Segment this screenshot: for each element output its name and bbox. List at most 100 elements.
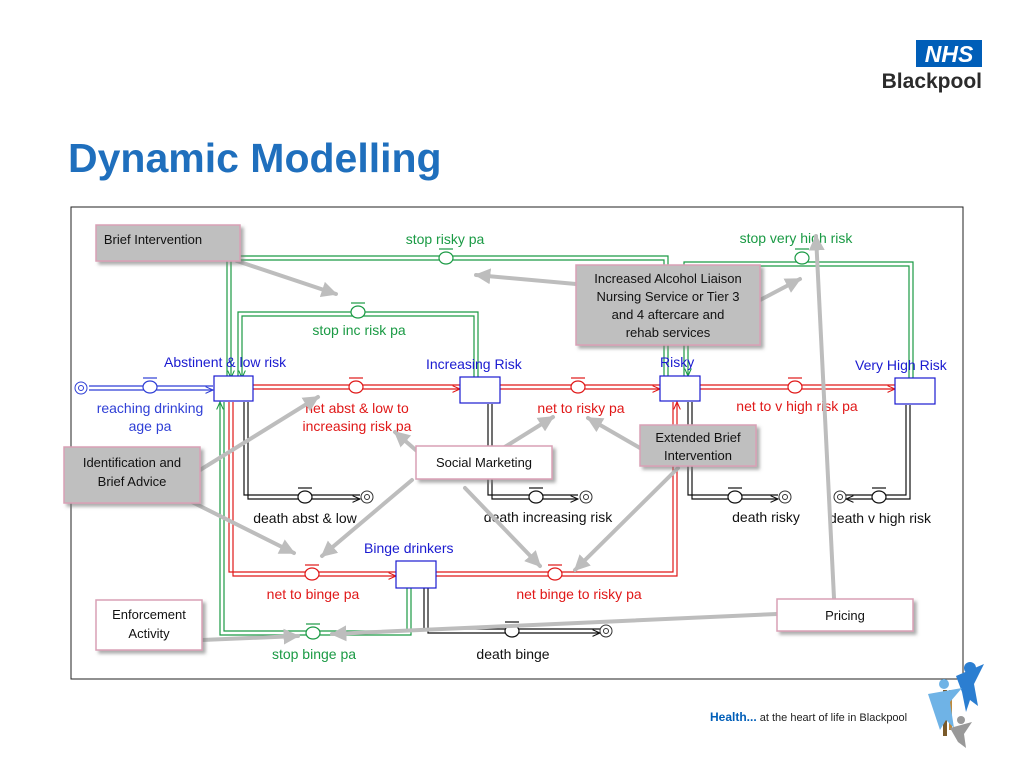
stock-very-high-box (894, 377, 936, 405)
influence-arrow (198, 395, 320, 472)
social-marketing-text: Social Marketing (436, 455, 532, 470)
identification-text: Brief Advice (98, 474, 167, 489)
valve-icon (297, 487, 313, 504)
valve-icon (528, 487, 544, 504)
net-abst-label: net abst & low to (305, 400, 409, 416)
death-increasing-label: death increasing risk (484, 509, 613, 525)
figure-body-icon (928, 688, 962, 730)
stock-labels: Abstinent & low risk Increasing Risk Ris… (164, 354, 948, 556)
identification-box: Identification and Brief Advice (63, 446, 201, 504)
net-to-binge-label: net to binge pa (267, 586, 360, 602)
influence-arrow (758, 277, 802, 302)
stock-risky-box (659, 375, 701, 402)
net-abst-label: increasing risk pa (303, 418, 412, 434)
net-to-risky-label: net to risky pa (537, 400, 624, 416)
increased-liaison-text: Nursing Service or Tier 3 (596, 289, 739, 304)
identification-text: Identification and (83, 455, 181, 470)
valve-icon (305, 623, 321, 640)
influence-arrow (586, 416, 642, 450)
page-title: Dynamic Modelling (68, 135, 442, 181)
influence-arrow (235, 259, 338, 298)
sink-cloud-icon (360, 490, 374, 504)
clouds (74, 381, 847, 638)
death-risky-label: death risky (732, 509, 800, 525)
increased-liaison-text: and 4 aftercare and (612, 307, 725, 322)
footer-text: at the heart of life in Blackpool (757, 712, 907, 724)
social-marketing-box: Social Marketing (415, 445, 553, 480)
brief-intervention-text: Brief Intervention (104, 232, 202, 247)
influence-arrow (393, 430, 420, 454)
nhs-logo: NHS Blackpool (882, 40, 982, 93)
brief-intervention-box: Brief Intervention (95, 224, 241, 262)
health-figures-logo (928, 662, 984, 748)
stock-binge-box (395, 560, 437, 589)
reaching-age-label: age pa (129, 418, 172, 434)
death-increasing-pipe-inner (491, 404, 578, 499)
stock-abstinent-box (213, 375, 254, 402)
valves (142, 248, 887, 640)
stock-increasing-label: Increasing Risk (426, 356, 523, 372)
influence-arrow (474, 268, 578, 286)
sink-cloud-icon (579, 490, 593, 504)
extended-brief-text: Extended Brief (655, 430, 741, 445)
influence-arrow (330, 612, 779, 642)
valve-icon (142, 377, 158, 394)
valve-icon (547, 564, 563, 581)
figure-head-icon (957, 716, 965, 724)
stop-risky-label: stop risky pa (406, 231, 485, 247)
death-v-high-pipe (846, 405, 907, 496)
influence-arrow (463, 486, 542, 568)
source-cloud-icon (74, 381, 88, 395)
sink-cloud-icon (833, 490, 847, 504)
enforcement-box: Enforcement Activity (95, 599, 203, 651)
figure-body-icon (956, 664, 984, 712)
enforcement-text: Activity (128, 626, 170, 641)
stock-very-high-label: Very High Risk (855, 357, 948, 373)
footer-lead: Health... (710, 710, 757, 724)
influence-arrow (498, 415, 555, 452)
influence-arrow (573, 466, 680, 572)
influence-arrows (190, 234, 836, 645)
pricing-box: Pricing (776, 598, 914, 632)
death-binge-pipe-inner (427, 588, 600, 633)
net-binge-to-risky-label: net binge to risky pa (516, 586, 642, 602)
enforcement-text: Enforcement (112, 607, 186, 622)
net-to-binge-pipe-inner (232, 402, 396, 576)
valve-icon (871, 487, 887, 504)
extended-brief-text: Intervention (664, 448, 732, 463)
valve-icon (350, 302, 366, 319)
influence-arrow (808, 234, 836, 600)
net-to-binge-pipe (228, 402, 396, 573)
stop-inc-risk-label: stop inc risk pa (312, 322, 406, 338)
sink-cloud-icon (778, 490, 792, 504)
sink-cloud-icon (599, 624, 613, 638)
influence-arrow (190, 500, 296, 555)
influence-arrow (200, 628, 300, 645)
valve-icon (304, 564, 320, 581)
flow-labels: reaching drinking age pa net abst & low … (97, 230, 932, 662)
nhs-badge-text: NHS (925, 41, 974, 67)
death-abst-pipe-inner (247, 402, 360, 499)
valve-icon (348, 377, 364, 394)
nhs-trust-name: Blackpool (882, 70, 982, 93)
death-abst-pipe (243, 402, 360, 496)
stop-binge-label: stop binge pa (272, 646, 356, 662)
stocks (213, 375, 936, 589)
death-v-high-label: death v high risk (829, 510, 932, 526)
stop-very-high-label: stop very high risk (740, 230, 854, 246)
valve-icon (794, 248, 810, 265)
stock-risky-label: Risky (660, 354, 694, 370)
figure-body-icon (950, 722, 972, 748)
death-abst-label: death abst & low (253, 510, 357, 526)
nhs-badge (916, 40, 982, 67)
footer-tagline: Health... at the heart of life in Blackp… (710, 710, 907, 724)
stock-abstinent-label: Abstinent & low risk (164, 354, 287, 370)
stock-increasing-box (459, 376, 501, 404)
figure-head-icon (939, 679, 949, 689)
valve-icon (570, 377, 586, 394)
reaching-age-label: reaching drinking (97, 400, 204, 416)
stock-binge-label: Binge drinkers (364, 540, 454, 556)
influence-arrow (320, 478, 414, 558)
death-increasing-pipe (487, 404, 578, 496)
